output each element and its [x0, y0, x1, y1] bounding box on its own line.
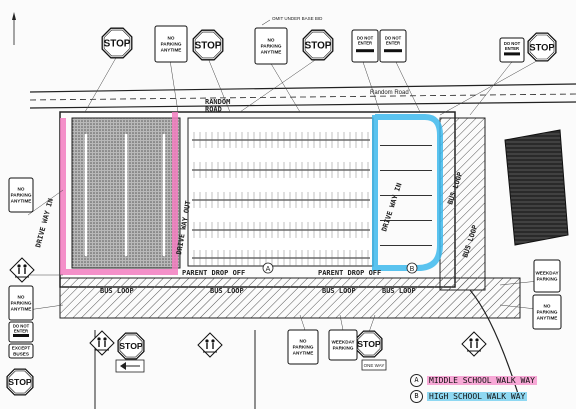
- svg-text:ONE WAY: ONE WAY: [364, 363, 385, 368]
- legend-high-school: B HIGH SCHOOL WALK WAY: [410, 388, 572, 404]
- svg-text:ANYTIME: ANYTIME: [261, 50, 282, 55]
- high-school-parking-block: [187, 117, 374, 267]
- random-road: [29, 83, 576, 109]
- svg-text:PARKING: PARKING: [333, 346, 354, 351]
- label-bus-loop-4: BUS LOOP: [382, 287, 416, 295]
- svg-text:ANYTIME: ANYTIME: [537, 316, 558, 321]
- svg-text:PARKING: PARKING: [293, 345, 314, 350]
- walkway-legend: A MIDDLE SCHOOL WALK WAY B HIGH SCHOOL W…: [410, 372, 572, 404]
- svg-text:STOP: STOP: [357, 339, 381, 349]
- legend-middle-school: A MIDDLE SCHOOL WALK WAY: [410, 372, 572, 388]
- walkway-marker-a: A: [262, 262, 274, 274]
- label-drive-way-left: DRIVE WAY IN: [34, 198, 55, 249]
- school-crossing-sign: [9, 257, 35, 283]
- svg-text:ANYTIME: ANYTIME: [161, 48, 182, 53]
- svg-text:STOP: STOP: [119, 341, 143, 351]
- svg-text:STOP: STOP: [305, 40, 332, 51]
- svg-text:STOP: STOP: [104, 38, 131, 49]
- svg-text:ENTER: ENTER: [505, 46, 519, 51]
- school-crossing-sign: [461, 331, 487, 357]
- svg-text:NO: NO: [300, 339, 307, 344]
- sign-leader-lines: [27, 55, 549, 336]
- svg-text:ANYTIME: ANYTIME: [11, 199, 32, 204]
- label-bus-loop-3: BUS LOOP: [322, 287, 356, 295]
- one-way-arrow-sign: [115, 359, 145, 373]
- svg-text:NO: NO: [18, 295, 25, 300]
- svg-text:PARKING: PARKING: [161, 42, 182, 47]
- school-crossing-sign: [197, 332, 223, 358]
- label-drive-way-right: DRIVE WAY IN: [380, 182, 403, 233]
- stop-sign: STOP: [527, 32, 557, 62]
- svg-text:ANYTIME: ANYTIME: [293, 351, 314, 356]
- svg-text:NO: NO: [268, 38, 275, 43]
- svg-text:PARKING: PARKING: [261, 44, 282, 49]
- one-way-sign-right: ONE WAY: [361, 359, 387, 371]
- svg-text:A: A: [266, 266, 271, 273]
- svg-text:DO NOT: DO NOT: [385, 36, 402, 41]
- svg-text:B: B: [410, 266, 415, 273]
- legend-high-school-label: HIGH SCHOOL WALK WAY: [427, 391, 528, 401]
- svg-text:EXCEPT: EXCEPT: [12, 346, 31, 351]
- svg-text:PARKING: PARKING: [11, 193, 32, 198]
- svg-text:ENTER: ENTER: [358, 41, 372, 46]
- stop-sign: STOP: [6, 368, 34, 396]
- svg-text:ANYTIME: ANYTIME: [11, 307, 32, 312]
- svg-text:NO: NO: [544, 304, 551, 309]
- svg-text:WEEKDAY: WEEKDAY: [331, 340, 354, 345]
- north-arrow-icon: [12, 12, 16, 45]
- school-crossing-sign: [89, 330, 115, 356]
- svg-text:NO: NO: [168, 36, 175, 41]
- legend-key-b: B: [410, 389, 423, 403]
- svg-text:ENTER: ENTER: [386, 41, 400, 46]
- label-bus-loop-2: BUS LOOP: [210, 287, 244, 295]
- stop-sign: STOP: [117, 332, 145, 360]
- svg-text:STOP: STOP: [529, 42, 554, 52]
- svg-text:NO: NO: [18, 187, 25, 192]
- stop-sign: STOP: [302, 29, 334, 61]
- stop-sign: STOP: [192, 29, 224, 61]
- svg-text:DO NOT: DO NOT: [357, 36, 374, 41]
- parking-rows: [192, 132, 432, 266]
- label-bus-loop-1: BUS LOOP: [100, 287, 134, 295]
- stop-sign: STOP: [355, 330, 383, 358]
- school-building: [504, 129, 569, 246]
- svg-text:PARKING: PARKING: [537, 277, 558, 282]
- svg-text:STOP: STOP: [8, 377, 32, 387]
- walkway-marker-b: B: [406, 262, 418, 274]
- svg-text:DO NOT: DO NOT: [504, 41, 521, 46]
- svg-text:ENTER: ENTER: [14, 329, 28, 334]
- left-parking-islands: [84, 133, 166, 257]
- svg-text:DO NOT: DO NOT: [13, 324, 30, 329]
- svg-text:WEEKDAY: WEEKDAY: [535, 271, 558, 276]
- label-parent-drop-off-2: PARENT DROP OFF: [318, 269, 381, 277]
- svg-text:BUSES: BUSES: [13, 352, 29, 357]
- road-name-printed: Random Road: [370, 90, 409, 96]
- legend-key-a: A: [410, 373, 423, 387]
- svg-text:PARKING: PARKING: [537, 310, 558, 315]
- legend-middle-school-label: MIDDLE SCHOOL WALK WAY: [427, 375, 537, 385]
- stop-sign: STOP: [101, 27, 133, 59]
- svg-text:PARKING: PARKING: [11, 301, 32, 306]
- label-parent-drop-off-1: PARENT DROP OFF: [182, 269, 245, 277]
- high-school-walkway: [372, 114, 443, 271]
- middle-school-walkway: [60, 112, 178, 275]
- top-note: OMIT UNDER BASE BID: [272, 16, 323, 21]
- svg-text:STOP: STOP: [195, 40, 222, 51]
